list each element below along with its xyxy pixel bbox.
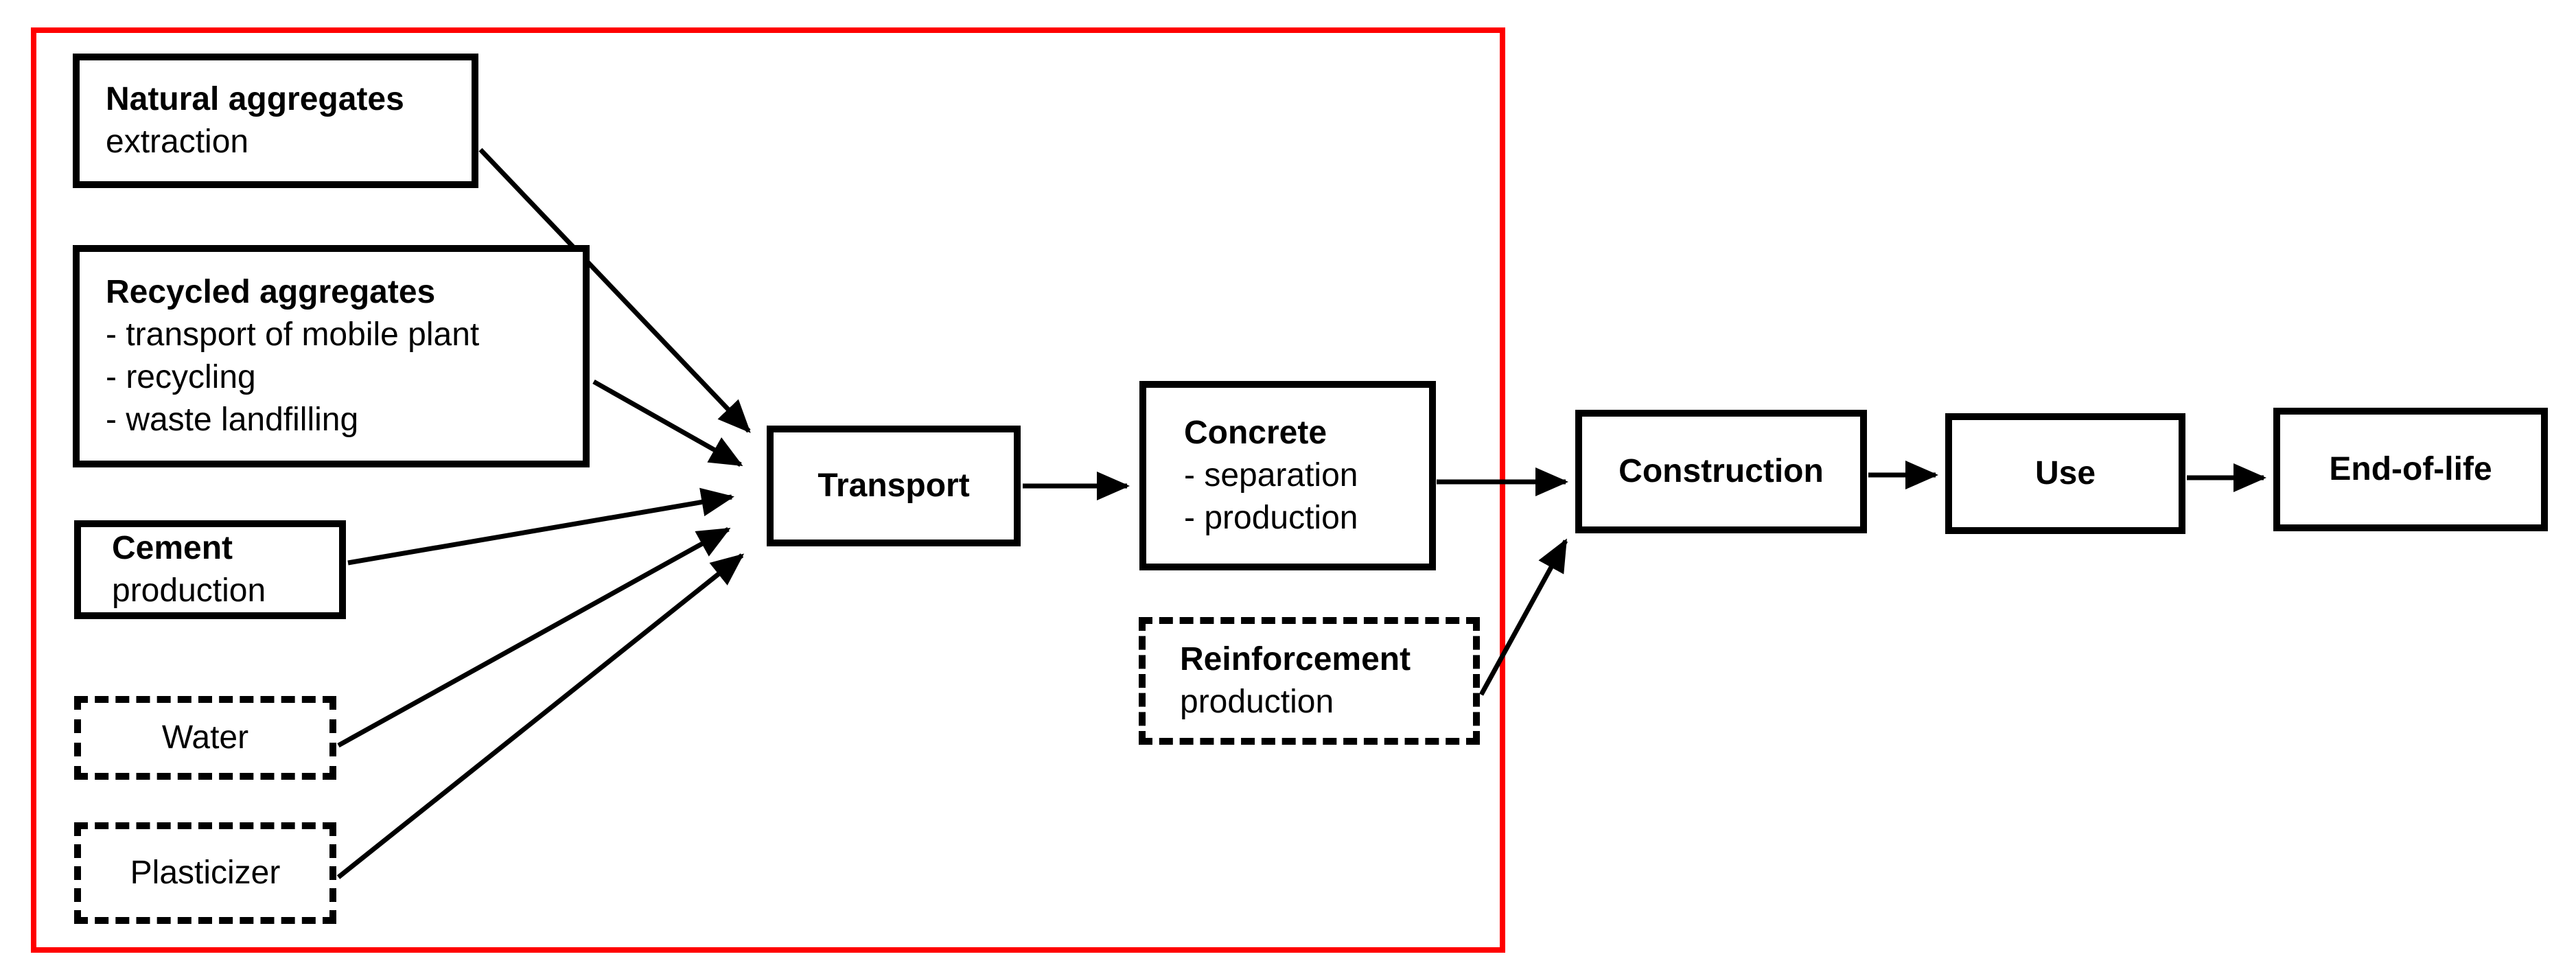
box-recycled-aggregates-line: - recycling — [106, 359, 256, 395]
system-boundary-rect — [31, 27, 1505, 953]
box-reinforcement-line: production — [1180, 684, 1334, 720]
box-reinforcement: Reinforcement production — [1139, 617, 1480, 745]
box-end-of-life: End-of-life — [2273, 408, 2548, 531]
box-water: Water — [74, 696, 336, 780]
box-natural-aggregates-line: extraction — [106, 124, 249, 160]
box-recycled-aggregates-line: - waste landfilling — [106, 402, 359, 438]
box-concrete-line: - production — [1184, 500, 1358, 536]
box-use: Use — [1945, 413, 2185, 534]
box-concrete-line: - separation — [1184, 457, 1358, 494]
box-cement-line: production — [112, 572, 266, 609]
arrow-plasticizer-to-transport — [336, 553, 745, 879]
box-transport-title: Transport — [817, 467, 970, 504]
box-reinforcement-title: Reinforcement — [1180, 641, 1411, 677]
box-use-title: Use — [2034, 455, 2096, 491]
box-plasticizer: Plasticizer — [74, 822, 336, 924]
box-concrete-title: Concrete — [1184, 415, 1327, 451]
box-transport: Transport — [767, 426, 1021, 546]
box-water-title: Water — [161, 719, 249, 756]
arrow-cement-to-transport — [347, 487, 734, 566]
box-plasticizer-title: Plasticizer — [130, 855, 281, 891]
box-cement-title: Cement — [112, 530, 233, 566]
box-recycled-aggregates-line: - transport of mobile plant — [106, 316, 480, 353]
box-natural-aggregates-title: Natural aggregates — [106, 81, 404, 117]
arrow-recycled-to-transport — [592, 379, 743, 467]
box-construction: Construction — [1575, 410, 1867, 533]
box-concrete: Concrete - separation - production — [1139, 381, 1436, 570]
box-natural-aggregates: Natural aggregates extraction — [73, 54, 478, 188]
box-end-of-life-title: End-of-life — [2329, 451, 2492, 487]
arrow-water-to-transport — [337, 526, 731, 748]
arrow-natural-to-transport — [478, 148, 751, 433]
arrow-reinforcement-to-construction — [1478, 538, 1568, 696]
box-recycled-aggregates: Recycled aggregates - transport of mobil… — [73, 245, 590, 467]
box-recycled-aggregates-title: Recycled aggregates — [106, 274, 436, 310]
box-cement: Cement production — [74, 520, 346, 619]
box-construction-title: Construction — [1618, 453, 1824, 489]
